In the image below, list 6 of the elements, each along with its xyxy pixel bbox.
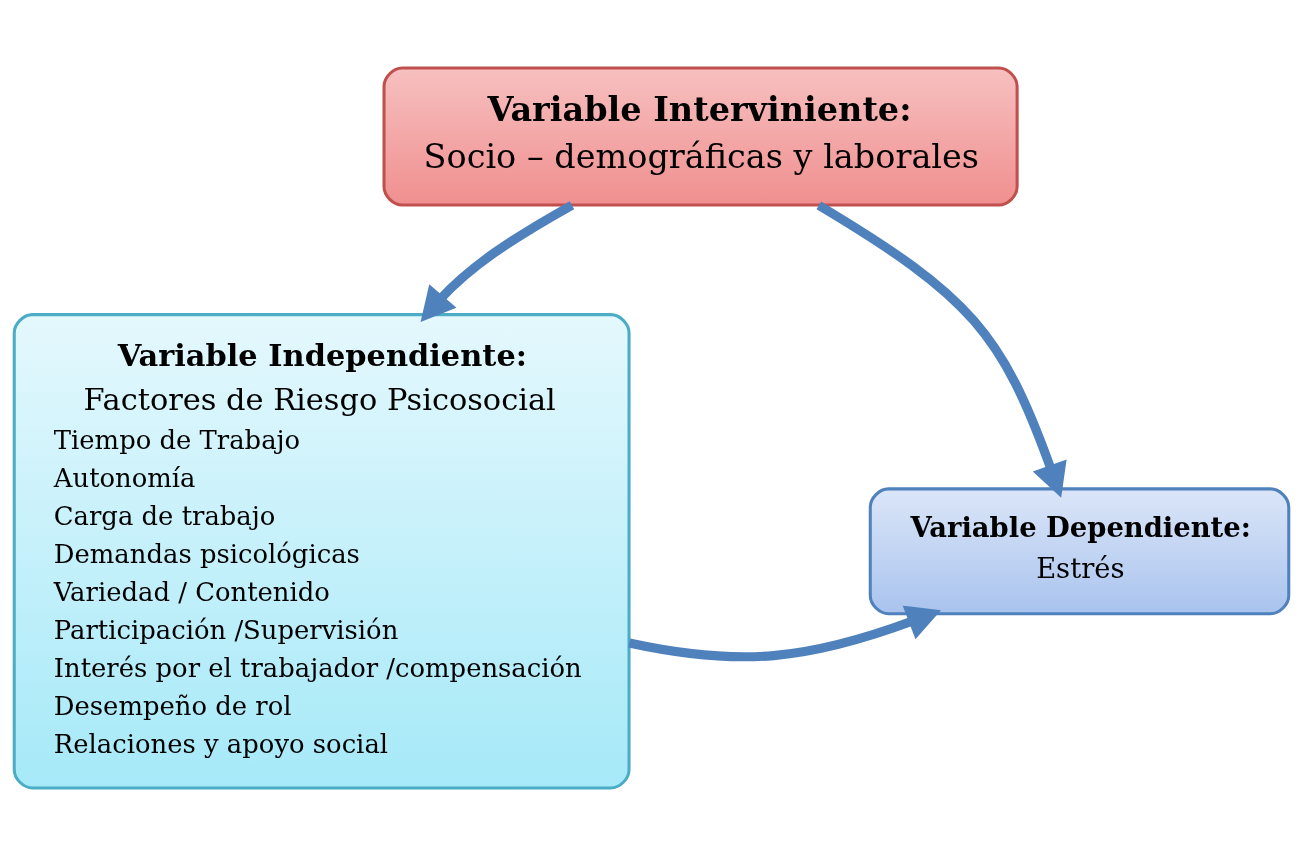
arrow (628, 605, 942, 661)
node-box: Variable Dependiente: Estrés (868, 486, 1291, 615)
node-box: Variable Independiente: Factores de Riesgo Psicosocial Tiempo de Trabajo Autonomía Carga de trabajo Demandas psicológicas Variedad / Contenido Participación /Supervisión Interés por el trabajador /compensación Desempeño de rol Relaciones y apoyo social (12, 312, 631, 789)
arrow (420, 200, 575, 322)
arrow (816, 201, 1067, 498)
node-box: Variable Interviniente: Socio – demográficas y laborales (382, 66, 1019, 207)
